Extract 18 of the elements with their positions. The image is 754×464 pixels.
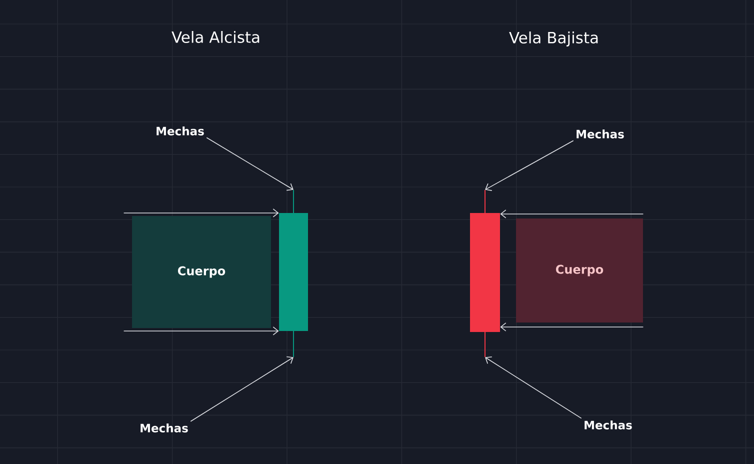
arrow [500, 322, 644, 332]
arrow [123, 208, 279, 218]
leader-line [206, 137, 294, 191]
title: Vela Alcista [172, 31, 260, 43]
arrow [500, 210, 644, 218]
leader-line [485, 140, 574, 191]
callout-label: Mechas [140, 424, 188, 432]
callout-label: Mechas [584, 420, 632, 430]
body-area: Cuerpo [516, 218, 643, 322]
body-area: Cuerpo [132, 216, 271, 328]
title: Vela Bajista [509, 32, 598, 46]
callout-label: Mechas [576, 130, 624, 138]
callout-label: Mechas [156, 126, 204, 136]
candle-drawing [279, 190, 308, 358]
arrow [123, 326, 279, 336]
leader-line [190, 356, 294, 422]
leader-line [485, 356, 582, 419]
candle-drawing [470, 190, 500, 358]
